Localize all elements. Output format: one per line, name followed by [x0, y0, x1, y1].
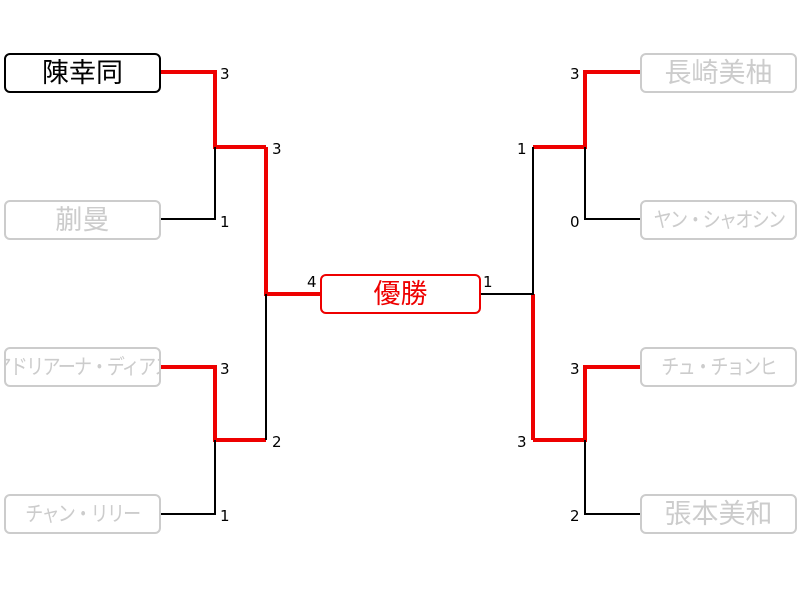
bracket-line-l-p1 [160, 70, 266, 149]
score-right-r1-1: 3 [570, 65, 580, 83]
score-left-r1-1: 3 [220, 65, 230, 83]
player-box-left-2: 蒯曼 [4, 200, 161, 240]
bracket-line-l-p2 [160, 147, 216, 220]
bracket-line-r-p4 [584, 440, 640, 515]
champion-box: 優勝 [320, 274, 481, 314]
bracket-line-r-p1 [533, 70, 640, 149]
score-left-r1-2: 1 [220, 213, 230, 231]
player-box-right-2: ヤン・シャオシン [640, 200, 797, 240]
champion-label: 優勝 [373, 278, 428, 310]
player-name: 張本美和 [664, 498, 773, 530]
score-right-r2-2: 3 [517, 433, 527, 451]
score-right-final: 1 [483, 273, 493, 291]
score-right-r1-4: 2 [570, 507, 580, 525]
score-left-r2-1: 3 [272, 140, 282, 158]
player-box-left-3: アドリアーナ・ディアス [4, 347, 161, 387]
bracket-line-r-p2 [584, 147, 640, 220]
score-right-r1-3: 3 [570, 360, 580, 378]
score-left-final: 4 [307, 273, 317, 291]
player-box-left-1: 陳幸同 [4, 53, 161, 93]
player-name: アドリアーナ・ディアス [6, 354, 159, 379]
bracket-line-r-sf1 [481, 147, 534, 295]
score-right-r2-1: 1 [517, 140, 527, 158]
bracket-line-l-sf1 [264, 147, 320, 296]
player-box-right-4: 張本美和 [640, 494, 797, 534]
player-name: 蒯曼 [55, 204, 110, 236]
player-name: ヤン・シャオシン [653, 207, 785, 232]
player-name: チュ・チョンヒ [661, 354, 777, 379]
player-box-left-4: チャン・リリー [4, 494, 161, 534]
player-box-right-3: チュ・チョンヒ [640, 347, 797, 387]
bracket-line-r-p3 [533, 365, 640, 442]
player-box-right-1: 長崎美柚 [640, 53, 797, 93]
player-name: 陳幸同 [42, 57, 123, 89]
bracket-line-l-p4 [160, 440, 216, 515]
player-name: 長崎美柚 [664, 57, 773, 89]
score-left-r1-3: 3 [220, 360, 230, 378]
bracket-line-l-p3 [160, 365, 266, 442]
score-left-r2-2: 2 [272, 433, 282, 451]
score-right-r1-2: 0 [570, 213, 580, 231]
score-left-r1-4: 1 [220, 507, 230, 525]
player-name: チャン・リリー [25, 501, 141, 526]
